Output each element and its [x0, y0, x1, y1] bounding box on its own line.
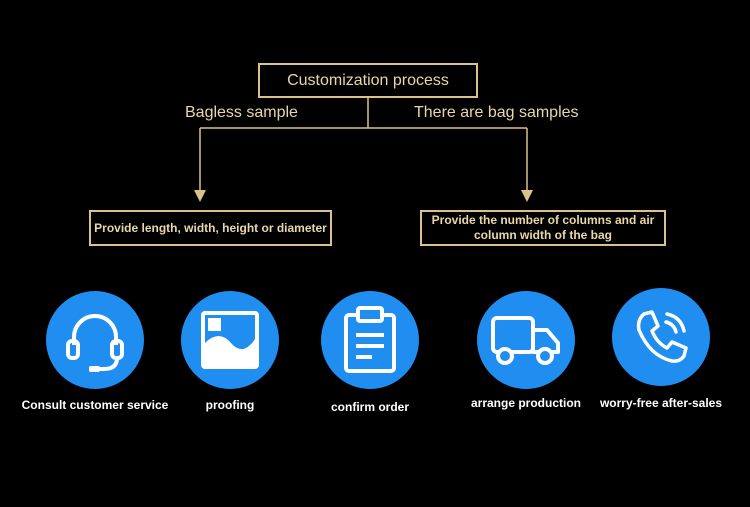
step-circle [181, 291, 279, 389]
branch-label-bag-samples: There are bag samples [414, 104, 579, 121]
branch-box-dimensions: Provide length, width, height or diamete… [89, 210, 332, 246]
step-proofing: proofing [155, 291, 305, 412]
step-consult: Consult customer service [20, 291, 170, 412]
step-after-sales: worry-free after-sales [586, 288, 736, 410]
step-circle [612, 288, 710, 386]
branch-label-bagless: Bagless sample [185, 104, 298, 121]
step-arrange-production: arrange production [451, 291, 601, 410]
step-circle [477, 291, 575, 389]
step-circle [321, 291, 419, 389]
branch-box-columns: Provide the number of columns and air co… [420, 210, 666, 246]
step-label: Consult customer service [21, 398, 169, 412]
headset-icon [66, 314, 124, 372]
step-label: worry-free after-sales [599, 396, 723, 410]
step-circle [46, 291, 144, 389]
step-label: confirm order [330, 400, 409, 414]
step-confirm-order: confirm order [295, 291, 445, 414]
step-label: arrange production [470, 396, 581, 410]
step-label: proofing [205, 398, 255, 412]
arrow-left-icon [194, 190, 206, 202]
arrow-right-icon [521, 190, 533, 202]
truck-icon [491, 316, 560, 365]
clipboard-icon [344, 306, 396, 373]
process-title: Customization process [258, 63, 478, 98]
phone-icon [636, 310, 688, 363]
image-icon [201, 311, 259, 369]
